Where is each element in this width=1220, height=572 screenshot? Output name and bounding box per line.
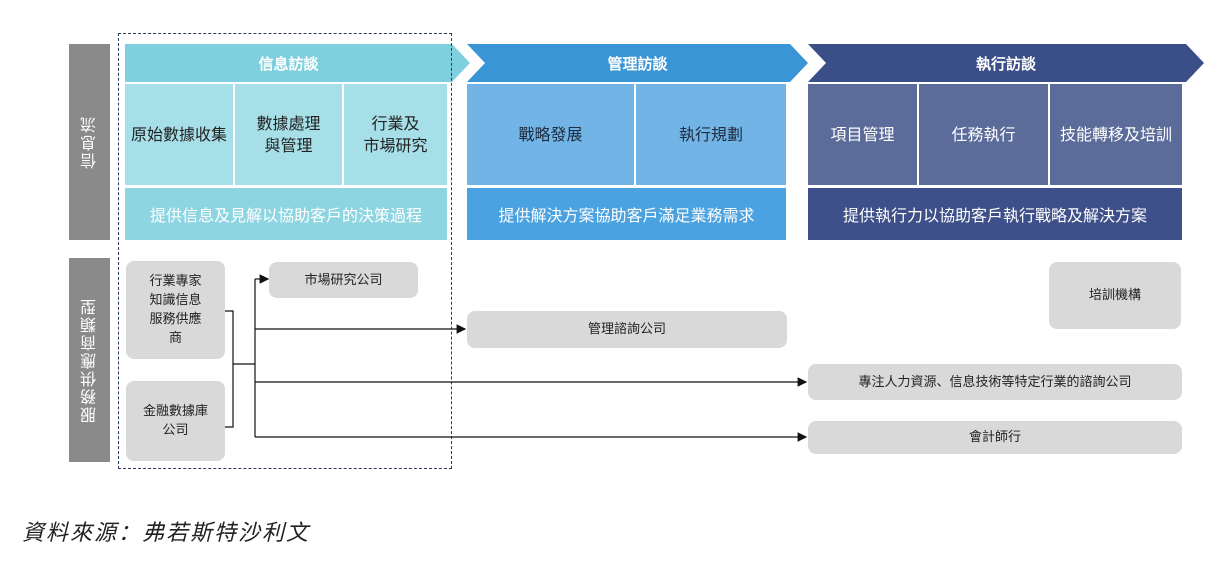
stage2-cell-strategy: 戰略發展 (467, 84, 634, 185)
stage1-footer: 提供信息及見解以協助客戶的決策過程 (125, 188, 447, 240)
source-note: 資料來源：弗若斯特沙利文 (22, 521, 311, 546)
stage3-header-shape (808, 44, 1204, 82)
stage1-cell-data-processing: 數據處理 與管理 (235, 84, 342, 185)
training-institution-box: 培訓機構 (1049, 262, 1181, 329)
stage2-cell-execution-planning: 執行規劃 (636, 84, 786, 185)
hr-it-consulting-box: 專注人力資源、信息技術等特定行業的諮詢公司 (808, 364, 1182, 400)
stage3-title: 執行訪談 (975, 54, 1036, 73)
financial-database-box: 金融數據庫 公司 (126, 381, 225, 461)
stage3-cell-task-execution: 任務執行 (919, 84, 1048, 185)
dashed-highlight-box (118, 33, 452, 469)
stage1-cell-market-research: 行業及 市場研究 (344, 84, 447, 185)
stage3-cell-project-mgmt: 項目管理 (808, 84, 917, 185)
bracket-sources (225, 310, 234, 428)
expert-network-box: 行業專家 知識信息 服務供應 商 (126, 261, 225, 359)
provider-types-label: 服務供應商類型 (69, 258, 110, 462)
accounting-firm-box: 會計師行 (808, 421, 1182, 454)
stage3-cell-skill-transfer: 技能轉移及培訓 (1050, 84, 1182, 185)
stage-header-arrows (125, 44, 1204, 82)
stage1-header-shape (125, 44, 470, 82)
stage2-title: 管理訪談 (607, 54, 668, 73)
stage3-footer: 提供執行力以協助客戶執行戰略及解決方案 (808, 188, 1182, 240)
info-flow-label: 信息流 (69, 44, 110, 240)
stage1-title: 信息訪談 (258, 54, 319, 73)
market-research-box: 市場研究公司 (269, 262, 418, 298)
management-consulting-box: 管理諮詢公司 (467, 311, 787, 348)
stage1-cell-raw-data: 原始數據收集 (125, 84, 233, 185)
stage2-header-shape (467, 44, 808, 82)
stage2-footer: 提供解決方案協助客戶滿足業務需求 (467, 188, 786, 240)
